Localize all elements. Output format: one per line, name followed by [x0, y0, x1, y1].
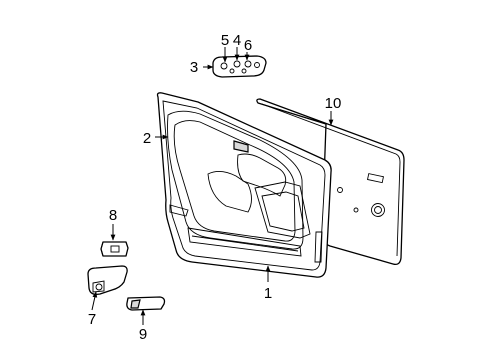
callout-3: 3 [190, 59, 198, 76]
bracket-part-7 [87, 265, 128, 296]
callout-2: 2 [143, 130, 151, 147]
callout-labels: 1 2 3 4 5 6 7 8 9 10 [88, 32, 342, 343]
callout-1: 1 [264, 285, 272, 302]
callout-8: 8 [109, 207, 117, 224]
handle-insert-part-9 [126, 296, 166, 311]
callout-7: 7 [88, 311, 96, 328]
leader-lines [91, 47, 334, 325]
callout-4: 4 [233, 32, 241, 49]
door-trim-panel [156, 92, 332, 278]
switch-bezel [212, 55, 267, 78]
callout-6: 6 [244, 37, 252, 54]
leader-7 [91, 291, 98, 311]
callout-5: 5 [221, 32, 229, 49]
callout-10: 10 [325, 95, 342, 112]
clip-part-8 [100, 241, 129, 257]
callout-9: 9 [139, 326, 147, 343]
